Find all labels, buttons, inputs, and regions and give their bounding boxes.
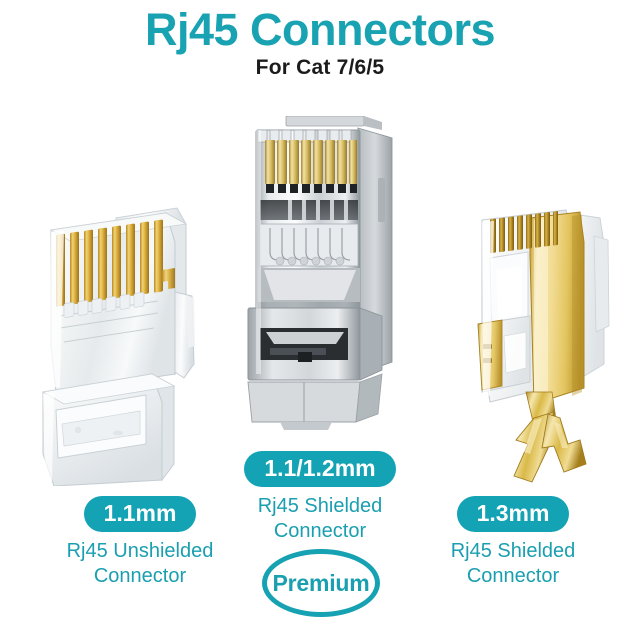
caption-left: 1.1mm Rj45 Unshielded Connector <box>10 496 270 588</box>
gold-ground-tines <box>513 391 587 483</box>
size-badge-center: 1.1/1.2mm <box>244 451 396 488</box>
premium-label: Premium <box>272 569 370 596</box>
rj45-gold-shielded-illustration <box>477 209 610 483</box>
caption-text-right: Rj45 Shielded Connector <box>450 540 576 587</box>
header: Rj45 Connectors For Cat 7/6/5 <box>0 0 640 80</box>
premium-seal: Premium <box>262 549 380 617</box>
caption-right: 1.3mm Rj45 Shielded Connector <box>388 496 638 588</box>
page-subtitle: For Cat 7/6/5 <box>255 56 385 80</box>
caption-center: 1.1/1.2mm Rj45 Shielded Connector <box>220 451 420 543</box>
rj45-unshielded-illustration <box>41 207 195 486</box>
gold-pin-row <box>56 219 163 307</box>
product-image-right-shielded <box>468 196 628 492</box>
size-badge-right: 1.3mm <box>456 496 570 533</box>
caption-text-left: Rj45 Unshielded Connector <box>66 540 214 587</box>
page-title: Rj45 Connectors <box>144 4 496 55</box>
rj45-shielded-illustration <box>247 116 393 430</box>
caption-text-center: Rj45 Shielded Connector <box>257 495 383 542</box>
size-badge-left: 1.1mm <box>83 496 197 533</box>
product-image-center-shielded <box>240 116 400 438</box>
product-image-left-unshielded <box>34 196 209 486</box>
gold-pin-row <box>265 140 357 184</box>
